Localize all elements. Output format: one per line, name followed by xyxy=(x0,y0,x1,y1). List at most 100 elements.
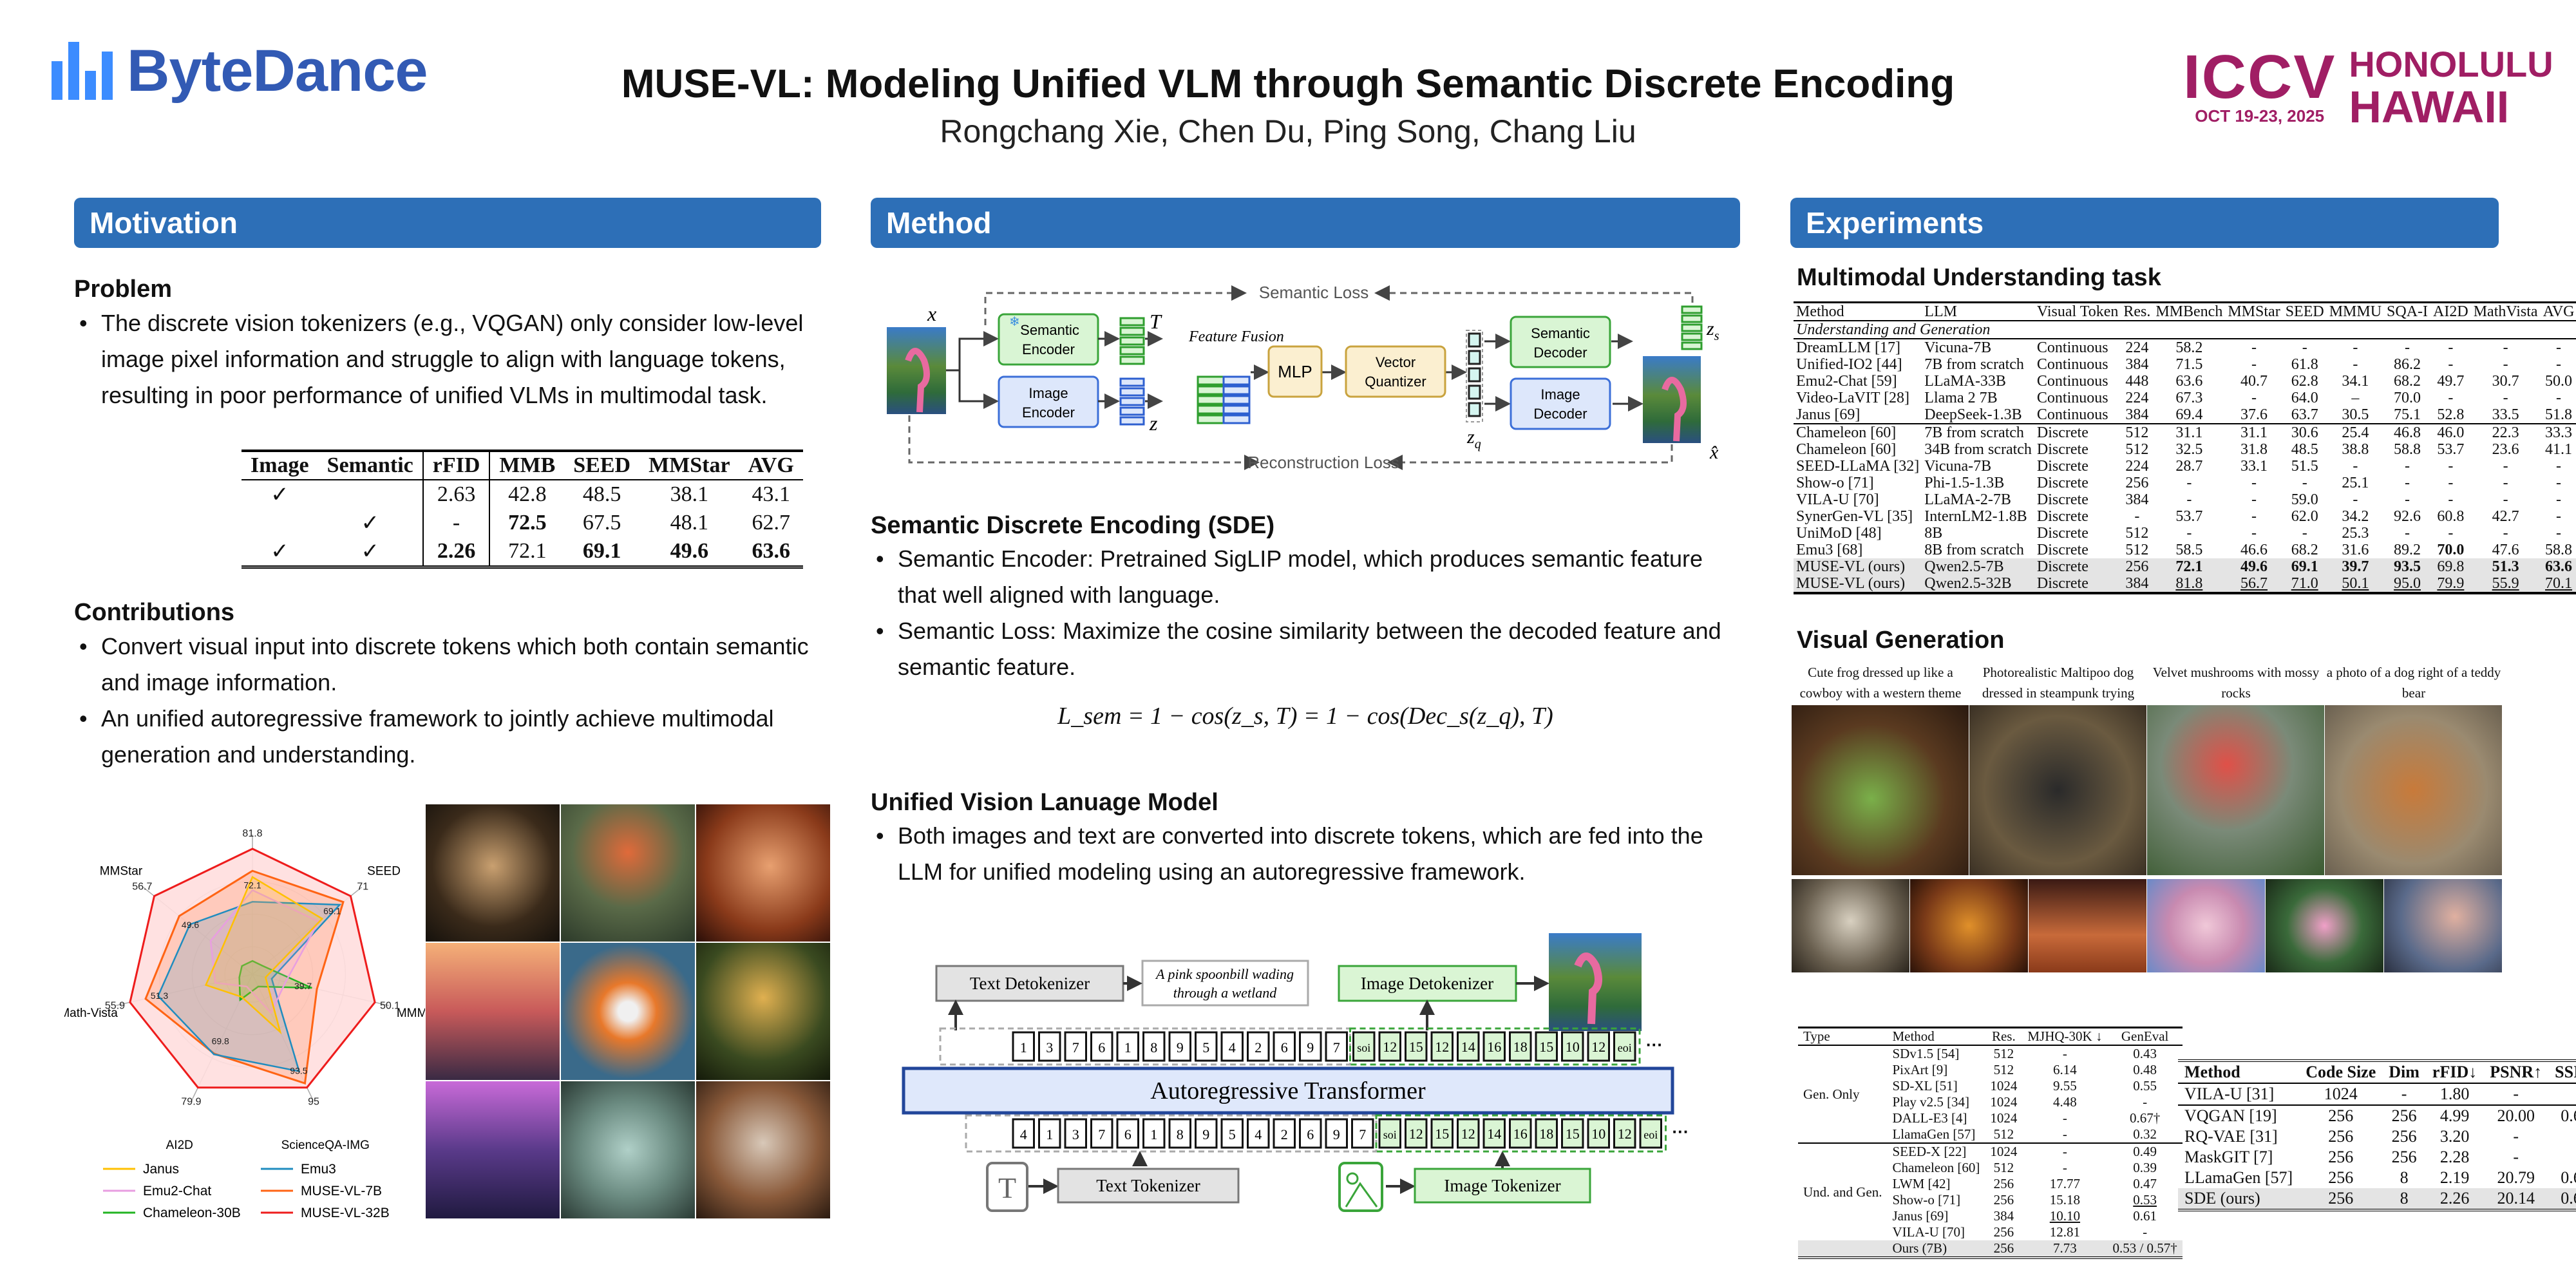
contributions-heading: Contributions xyxy=(74,599,235,626)
generated-image xyxy=(2029,879,2146,972)
text-token-label: 4 xyxy=(1229,1039,1236,1056)
table-cell: 46.8 xyxy=(2394,424,2421,441)
image-token xyxy=(1587,1118,1610,1149)
column-header: Semantic xyxy=(317,451,424,480)
table-cell: 256 xyxy=(2328,1148,2354,1166)
text-token-label: 5 xyxy=(1229,1126,1236,1142)
generated-spoonbill-image xyxy=(1549,933,1642,1031)
table-cell: - xyxy=(2251,339,2257,356)
transformer-label: Autoregressive Transformer xyxy=(1150,1077,1426,1104)
table-cell: SD-XL [51] xyxy=(1892,1078,1958,1094)
text-token xyxy=(1220,1031,1244,1062)
text-token xyxy=(1090,1118,1113,1149)
image-token xyxy=(1535,1031,1558,1062)
generation-caption: a photo of a dog right of a teddy bear xyxy=(2326,665,2501,701)
table-cell: - xyxy=(2513,1148,2519,1166)
text-token-label: 5 xyxy=(1202,1039,1209,1056)
image-token-label: 18 xyxy=(1513,1039,1528,1055)
table-cell: - xyxy=(2503,339,2508,356)
image-token-label: eoi xyxy=(1618,1041,1632,1054)
table-cell: 25.4 xyxy=(2342,424,2369,441)
table-cell: Qwen2.5-32B xyxy=(1924,575,2012,592)
column-header: Res. xyxy=(1991,1028,2016,1044)
radar-value-label: 79.9 xyxy=(181,1096,201,1107)
column-header: MathVista xyxy=(2473,303,2538,320)
section-header-motivation: Motivation xyxy=(74,198,821,248)
radar-axis-label: SEED xyxy=(367,864,401,878)
table-cell: 1024 xyxy=(1990,1110,2018,1126)
generated-image xyxy=(2325,705,2502,875)
table-cell: 20.79 xyxy=(2497,1168,2535,1187)
table-cell: 0.55 xyxy=(2133,1078,2157,1094)
unified-list: Both images and text are converted into … xyxy=(871,818,1740,890)
section-label: Understanding and Generation xyxy=(1796,321,1991,338)
table-cell: 46.0 xyxy=(2437,424,2465,441)
text-detokenizer-label: Text Detokenizer xyxy=(970,974,1090,993)
text-token xyxy=(1299,1031,1322,1062)
image-token-label: soi xyxy=(1357,1041,1370,1054)
table-cell: 51.8 xyxy=(2545,406,2573,423)
table-cell: MUSE-VL (ours) xyxy=(1796,575,1906,592)
radar-value-label: 69.8 xyxy=(212,1036,229,1046)
radar-value-label: 51.3 xyxy=(151,990,168,1001)
table-cell: ✓ xyxy=(317,537,424,567)
table-cell: Llama 2 7B xyxy=(1924,390,1998,406)
table-cell: 68.2 xyxy=(2291,542,2318,558)
table-cell: 50.1 xyxy=(2342,575,2369,592)
feature-fusion-label: Feature Fusion xyxy=(1188,328,1284,345)
table-row: Chameleon [60]512-0.39 xyxy=(1798,1160,2183,1176)
table-cell: 2.19 xyxy=(2439,1168,2470,1187)
table-cell: Discrete xyxy=(2036,491,2088,508)
table-cell: 512 xyxy=(1993,1046,2014,1061)
contributions-list: Convert visual input into discrete token… xyxy=(74,629,828,773)
image-token-label: soi xyxy=(1383,1128,1397,1141)
table-cell: - xyxy=(2503,525,2508,542)
table-cell: 8B from scratch xyxy=(1924,542,2024,558)
problem-list: The discrete vision tokenizers (e.g., VQ… xyxy=(74,305,828,413)
image-encoder-box xyxy=(998,375,1099,428)
ellipsis: ··· xyxy=(1646,1035,1663,1054)
table-cell: 25.3 xyxy=(2342,525,2369,542)
radar-value-label: 71 xyxy=(357,881,368,892)
image-token xyxy=(1405,1031,1428,1062)
table-cell: Continuous xyxy=(2036,406,2108,423)
table-cell: 0.67† xyxy=(2130,1110,2161,1126)
text-token xyxy=(1168,1118,1191,1149)
table-cell: Play v2.5 [34] xyxy=(1892,1094,1970,1110)
table-cell: 42.8 xyxy=(508,482,547,506)
vector-quantizer-box xyxy=(1345,345,1446,398)
table-cell: - xyxy=(2503,458,2508,475)
image-token xyxy=(1405,1118,1428,1149)
text-token-label: 7 xyxy=(1359,1126,1366,1142)
table-cell: Discrete xyxy=(2036,575,2088,592)
table-cell: - xyxy=(2556,390,2562,406)
image-detokenizer-box xyxy=(1338,965,1517,1002)
table-cell: 58.5 xyxy=(2175,542,2203,558)
input-image xyxy=(887,327,946,414)
column-header: MMBench xyxy=(2155,303,2223,320)
table-cell: Emu3 [68] xyxy=(1796,542,1863,558)
table-cell: 72.1 xyxy=(508,539,547,563)
image-token xyxy=(1457,1118,1480,1149)
table-cell: 17.77 xyxy=(2049,1176,2081,1191)
table-cell: 512 xyxy=(2125,525,2149,542)
table-cell: 8 xyxy=(2400,1189,2409,1208)
table-cell: 33.5 xyxy=(2492,406,2519,423)
table-cell: ✓ xyxy=(270,483,289,507)
table-cell: 256 xyxy=(2328,1106,2354,1125)
table-cell: 2.28 xyxy=(2439,1148,2470,1166)
image-token-label: 15 xyxy=(1539,1039,1553,1055)
table-cell: - xyxy=(2448,339,2454,356)
text-tokenizer-box xyxy=(1057,1168,1240,1204)
vector-quantizer-label: Quantizer xyxy=(1365,374,1426,390)
column-header: SEED xyxy=(573,453,631,477)
semantic-loss-label: Semantic Loss xyxy=(1259,283,1369,302)
caption-line: through a wetland xyxy=(1173,985,1278,1001)
image-token-label: 14 xyxy=(1487,1126,1501,1142)
